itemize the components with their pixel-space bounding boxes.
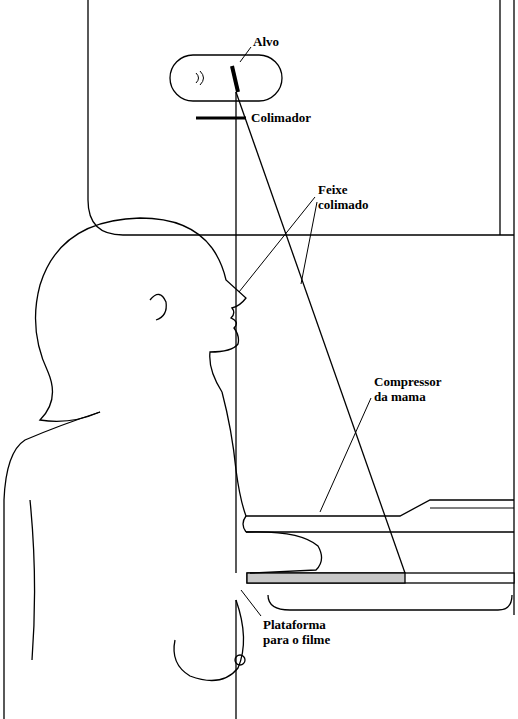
part-label: Alvo bbox=[253, 34, 313, 49]
leader-line bbox=[240, 47, 251, 62]
part-label: Feixe colimado bbox=[318, 182, 382, 212]
leader-line bbox=[301, 202, 317, 284]
breast-compressor bbox=[243, 500, 514, 532]
hair bbox=[36, 218, 213, 421]
leader-line bbox=[320, 398, 371, 512]
part-label: Plataforma para o filme bbox=[263, 617, 347, 647]
housing-edge bbox=[499, 0, 500, 235]
part-label: Compressor da mama bbox=[374, 374, 458, 404]
lower-breast bbox=[174, 600, 244, 681]
platform-base bbox=[268, 595, 512, 610]
leader-line bbox=[239, 197, 315, 292]
beam-edge bbox=[236, 92, 405, 573]
cathode bbox=[196, 71, 204, 85]
machine-column bbox=[513, 0, 514, 615]
compressed-breast bbox=[246, 532, 322, 573]
film bbox=[247, 573, 405, 583]
body-side bbox=[235, 600, 236, 719]
film-platform bbox=[247, 573, 514, 583]
collimator-bar bbox=[196, 117, 246, 120]
shoulder-body bbox=[4, 412, 100, 719]
machine-housing bbox=[88, 0, 514, 235]
head-profile bbox=[210, 248, 246, 392]
anode-target bbox=[232, 66, 238, 92]
ear bbox=[150, 294, 166, 320]
part-label: Colimador bbox=[251, 110, 341, 125]
neck-chest bbox=[222, 392, 246, 516]
arm-line bbox=[30, 500, 35, 660]
compressor-arm bbox=[430, 508, 514, 509]
x-ray-tube bbox=[170, 55, 282, 101]
leader-line bbox=[241, 590, 261, 616]
